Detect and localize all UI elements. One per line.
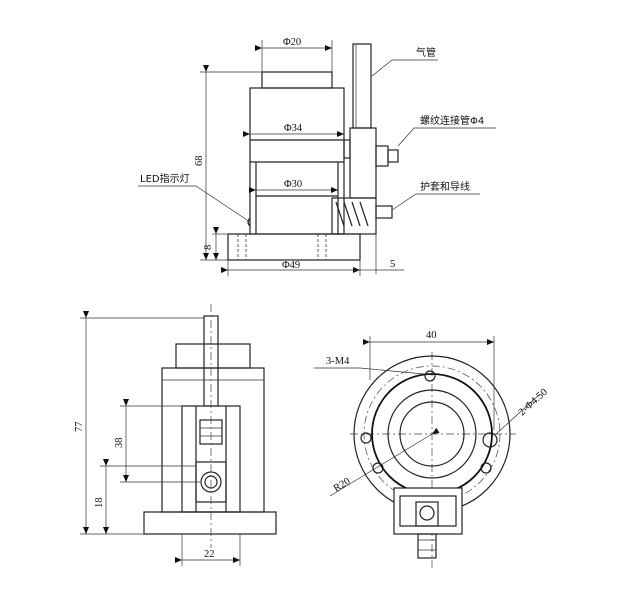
label-led: LED指示灯 [140, 172, 190, 185]
cylinder-body [249, 87, 345, 235]
plan-connector [417, 533, 437, 559]
m4-hole-lower-right [480, 462, 492, 474]
m4-hole-top [424, 370, 436, 382]
dim-h77: 77 [74, 422, 85, 433]
dim-w40: 40 [426, 330, 437, 341]
dim-w5: 5 [390, 259, 395, 270]
side-base [143, 511, 277, 535]
spring [335, 201, 369, 227]
label-thread-pipe: 螺纹连接管Φ4 [420, 114, 484, 127]
side-rod [203, 315, 219, 407]
bore [399, 401, 465, 467]
label-air-tube: 气管 [416, 46, 436, 59]
label-sleeve-guide: 护套和导线 [420, 180, 470, 193]
body-inner [387, 389, 477, 479]
side-body [161, 367, 265, 513]
valve-block [349, 127, 377, 199]
dim-d30: Φ30 [284, 179, 302, 190]
top-plan-view: 40 3-M4 2-Φ4.50 R20 [314, 330, 550, 570]
dim-r20: R20 [332, 476, 353, 495]
dim-h8: 8 [203, 245, 214, 250]
dim-h18: 18 [94, 498, 105, 509]
hole-left [360, 432, 372, 444]
front-elevation-view: Φ20 Φ34 Φ30 Φ49 5 68 8 气管 螺纹连接管Φ4 护套和导线 [138, 37, 496, 276]
dim-d34: Φ34 [284, 123, 303, 134]
side-elevation-view: 77 38 18 22 [74, 304, 277, 566]
thread-connector [375, 145, 389, 167]
sleeve [375, 205, 393, 219]
dim-d49: Φ49 [282, 260, 300, 271]
dim-m4: 3-M4 [326, 356, 350, 367]
hole-right [482, 432, 498, 448]
m4-hole-lower-left [372, 462, 384, 474]
dim-w22: 22 [204, 549, 215, 560]
top-cap [261, 71, 333, 89]
plan-valve-block [393, 487, 463, 535]
dim-d20: Φ20 [283, 37, 301, 48]
dim-h68: 68 [194, 156, 205, 167]
base-flange [227, 233, 361, 261]
dim-hole450: 2-Φ4.50 [517, 387, 550, 418]
air-tube [352, 43, 372, 129]
dim-h38: 38 [114, 438, 125, 449]
